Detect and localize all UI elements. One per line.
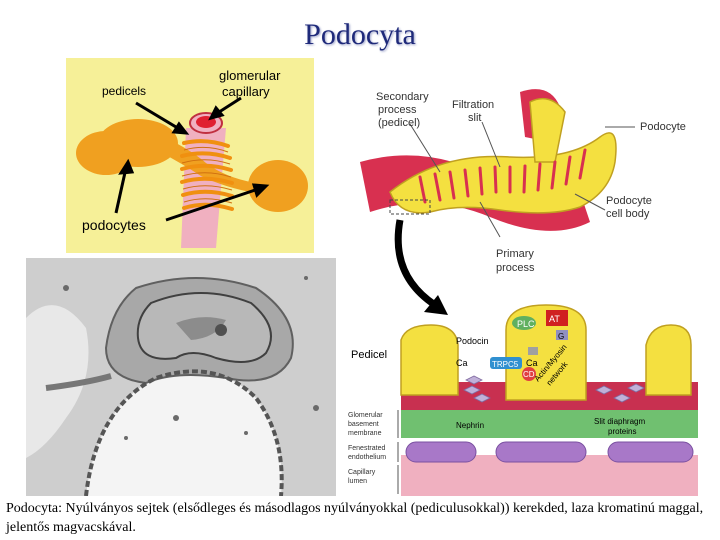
label-podocytes: podocytes bbox=[82, 217, 146, 233]
label-pedicel: Pedicel bbox=[351, 349, 387, 361]
label-lumen-2: lumen bbox=[348, 478, 367, 485]
label-gbm-3: membrane bbox=[348, 430, 382, 437]
label-gbm: Glomerular bbox=[348, 412, 383, 419]
label-pedicels: pedicels bbox=[102, 84, 146, 98]
zoom-arrow bbox=[394, 219, 448, 315]
label-endothelium: Fenestrated bbox=[348, 445, 385, 452]
label-capillary: capillary bbox=[222, 84, 270, 99]
label-ca-right: Ca bbox=[526, 358, 538, 368]
label-slit-proteins: Slit diaphragm bbox=[594, 417, 645, 426]
label-slit-proteins-2: proteins bbox=[608, 427, 636, 436]
label-glomerular: glomerular bbox=[219, 68, 281, 83]
label-primary: Primary bbox=[496, 248, 534, 260]
label-trpc5: TRPC5 bbox=[492, 360, 519, 369]
page-title: Podocyta bbox=[304, 18, 416, 51]
label-ca-left: Ca bbox=[456, 358, 468, 368]
label-gbm-2: basement bbox=[348, 421, 379, 428]
label-podocyte: Podocyte bbox=[640, 121, 686, 133]
label-secondary: Secondary bbox=[376, 91, 429, 103]
label-nephrin: Nephrin bbox=[456, 421, 484, 430]
label-secondary-2: process bbox=[378, 104, 417, 116]
label-plc: PLC bbox=[517, 319, 535, 329]
label-filtration: Filtration bbox=[452, 99, 494, 111]
podocyte-processes-diagram: Secondary process (pedicel) Filtration s… bbox=[360, 89, 686, 274]
label-lumen: Capillary bbox=[348, 469, 376, 476]
label-podocin: Podocin bbox=[456, 336, 489, 346]
label-g: G bbox=[558, 332, 564, 341]
electron-micrograph bbox=[26, 258, 336, 496]
podocyte-schematic-figure: pedicels glomerular capillary podocytes bbox=[66, 58, 314, 253]
label-primary-2: process bbox=[496, 262, 535, 274]
label-cell-body-2: cell body bbox=[606, 208, 650, 220]
slit-diaphragm-diagram: PLC AT G TRPC5 CD Podocin Ca Ca Pedicel … bbox=[348, 304, 698, 496]
figure-caption: Podocyta: Nyúlványos sejtek (elsődleges … bbox=[6, 501, 704, 535]
label-cd: CD bbox=[523, 370, 535, 379]
label-secondary-3: (pedicel) bbox=[378, 117, 420, 129]
label-cell-body: Podocyte bbox=[606, 195, 652, 207]
label-at1r: AT bbox=[549, 314, 560, 324]
label-endothelium-2: endothelium bbox=[348, 454, 386, 461]
label-filtration-2: slit bbox=[468, 112, 481, 124]
